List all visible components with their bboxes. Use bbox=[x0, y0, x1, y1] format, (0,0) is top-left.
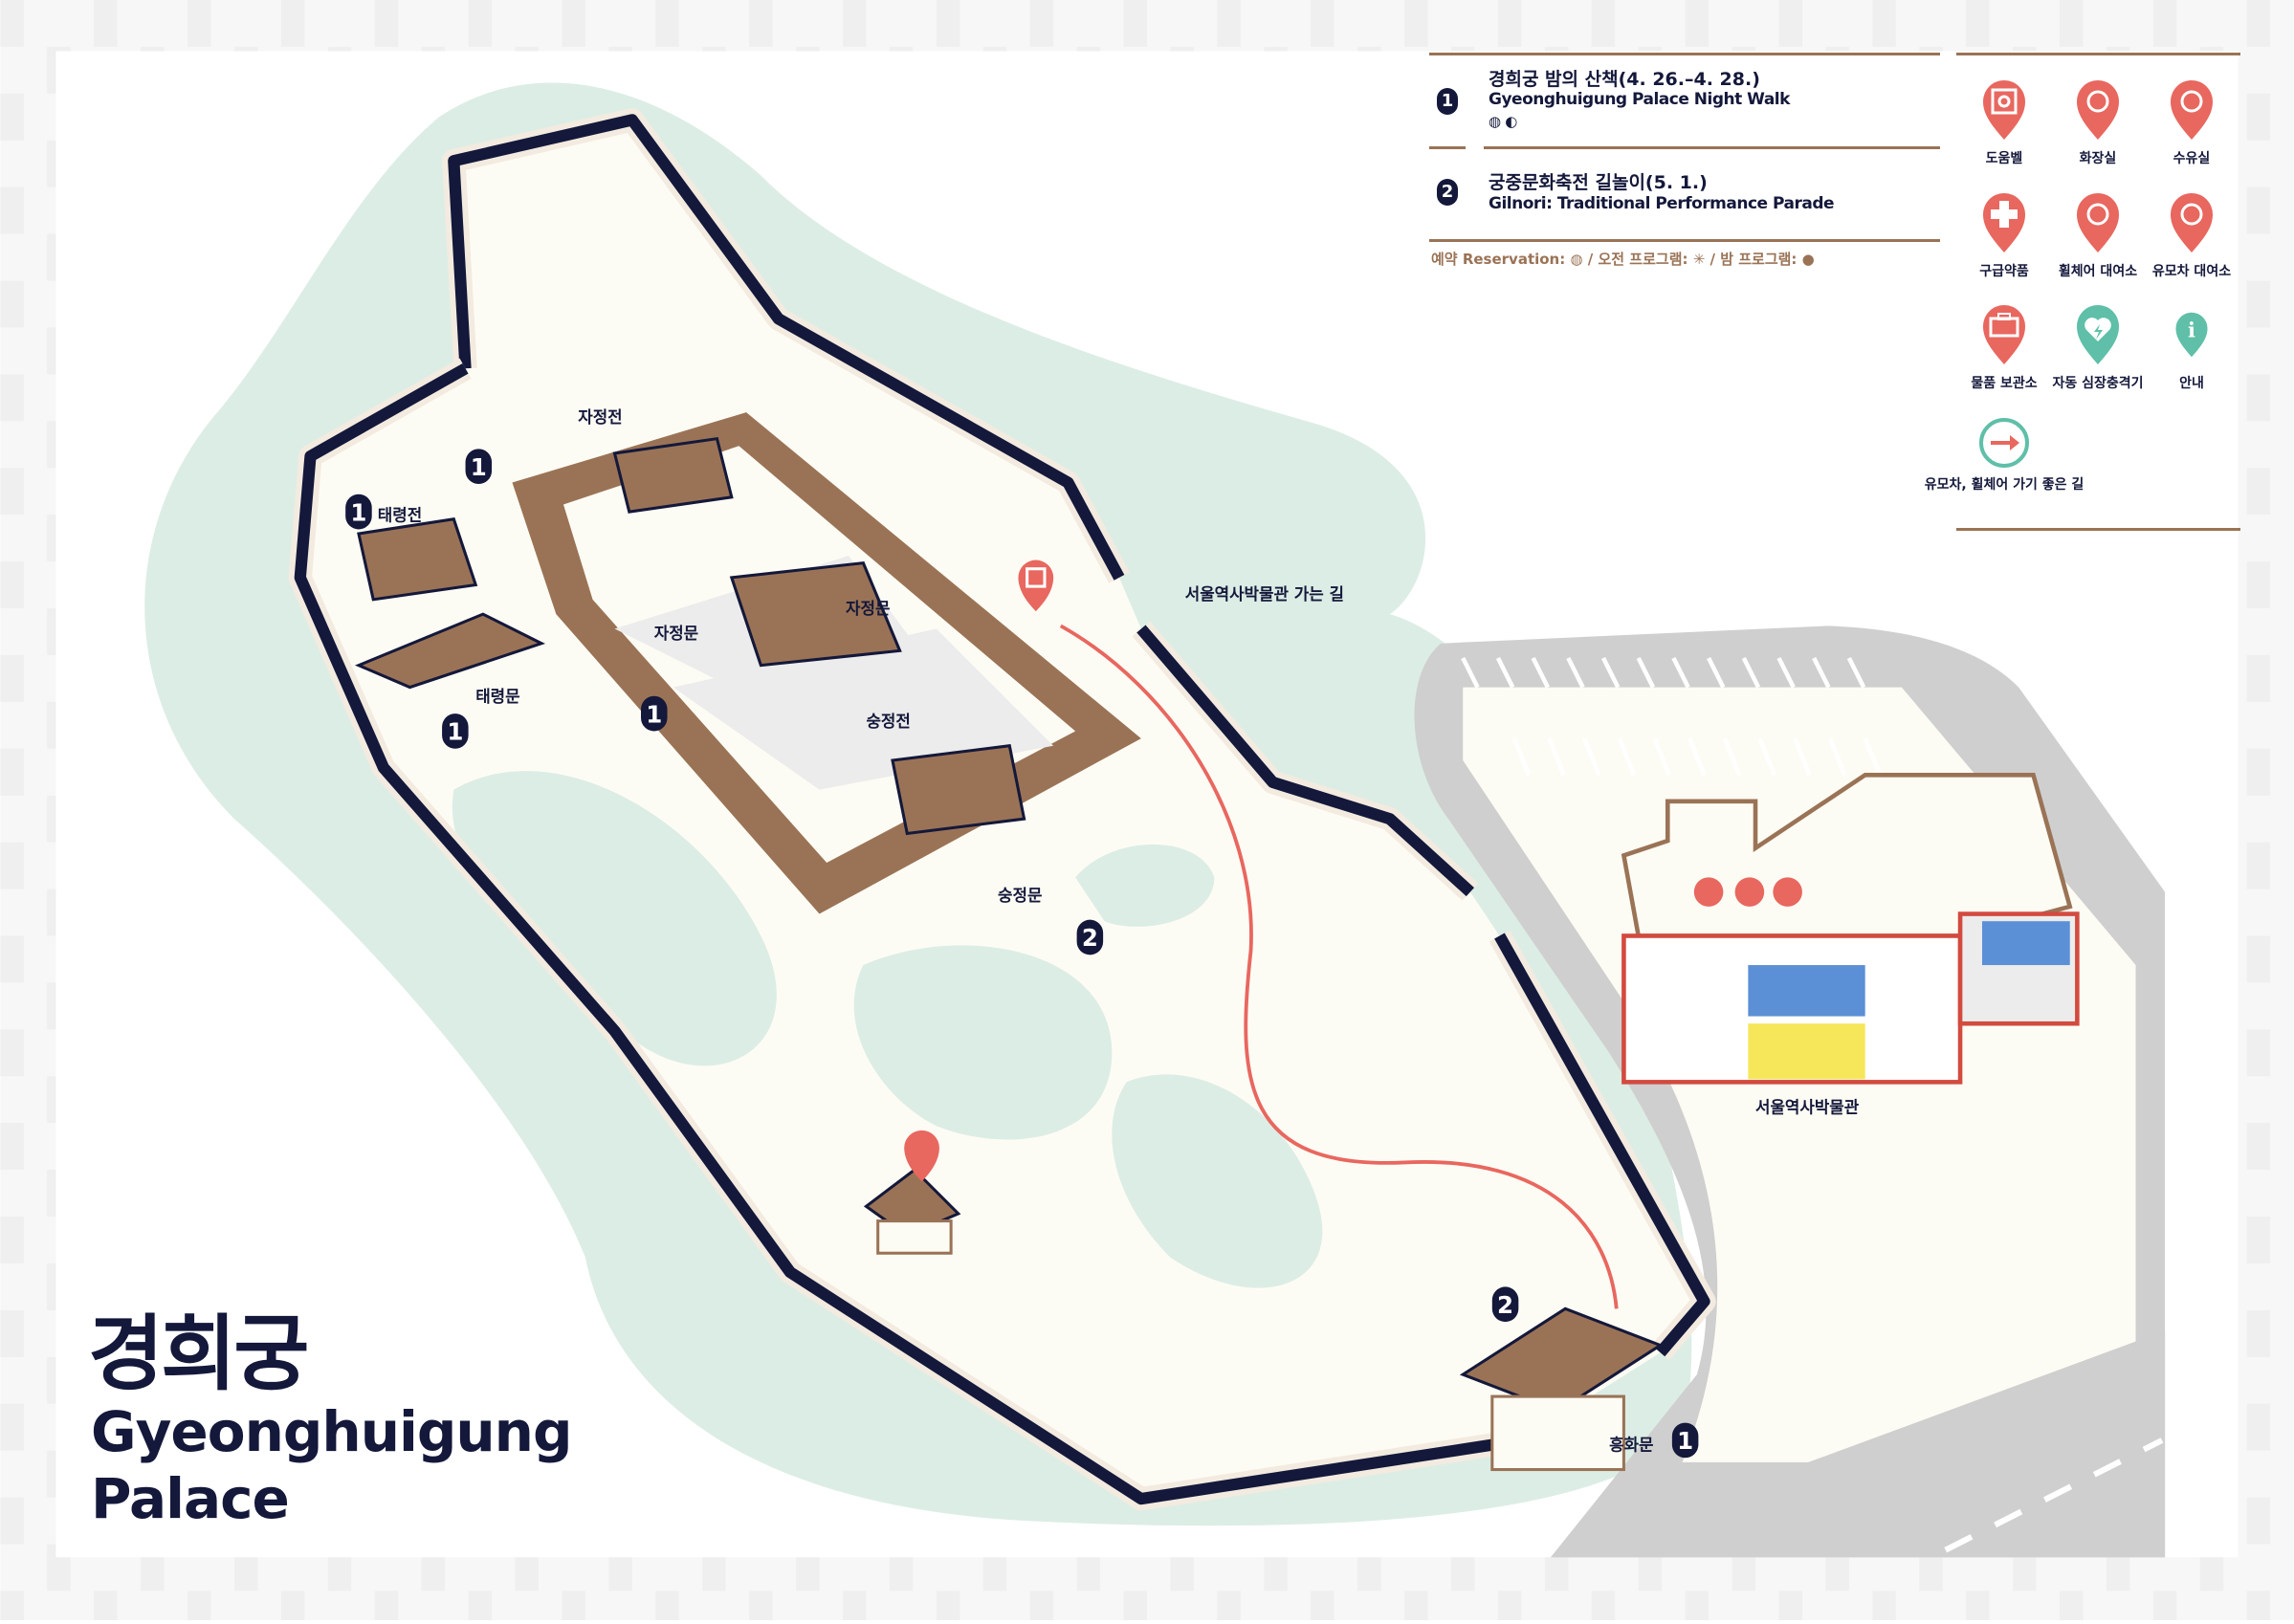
divider bbox=[1956, 528, 2240, 531]
locker-icon bbox=[1983, 305, 2025, 364]
nursing-room-icon bbox=[2171, 80, 2213, 140]
facility-label: 화장실 bbox=[2079, 151, 2117, 166]
facility-label: 도움벨 bbox=[1985, 151, 2023, 166]
facility-nursing-room: 수유실 bbox=[2139, 77, 2244, 167]
museum-building bbox=[1621, 773, 2080, 1085]
marker-number: 1 bbox=[646, 700, 662, 728]
restroom-pin[interactable] bbox=[904, 1130, 939, 1182]
facility-label: 휠체어 대여소 bbox=[2058, 264, 2138, 279]
label-heunghwamun: 흥화문 bbox=[1609, 1436, 1653, 1455]
event-markers: 1 1 1 1 1 2 2 bbox=[345, 449, 1699, 1459]
divider bbox=[1956, 53, 2240, 55]
event-title-korean: 궁중문화축전 길놀이(5. 1.) bbox=[1489, 172, 1708, 193]
marker-number: 1 bbox=[471, 453, 487, 481]
event-marker-2[interactable]: 2 bbox=[1491, 1286, 1519, 1323]
divider bbox=[1429, 146, 1466, 149]
label-jajeongjeon: 자정전 bbox=[578, 407, 622, 427]
event-2: 2 궁중문화축전 길놀이(5. 1.) Gilnori: Traditional… bbox=[1429, 153, 1940, 239]
facility-label: 구급약품 bbox=[1979, 264, 2029, 279]
marker-number: 2 bbox=[1082, 924, 1098, 952]
palace-walls bbox=[288, 108, 1716, 1511]
event-number-badge: 2 bbox=[1437, 179, 1458, 206]
event-symbols: ◍ ◐ bbox=[1489, 113, 1517, 130]
title-english-line1: Gyeonghuigung bbox=[91, 1399, 572, 1464]
palace-buildings bbox=[354, 412, 1665, 1472]
facility-aed: 자동 심장충격기 bbox=[2045, 301, 2151, 392]
facility-accessible-route: 유모차, 휠체어 가기 좋은 길 bbox=[1880, 416, 2129, 494]
restroom-icon bbox=[2077, 80, 2119, 140]
facility-label: 물품 보관소 bbox=[1971, 376, 2038, 391]
facility-label: 자동 심장충격기 bbox=[2052, 376, 2144, 391]
facility-label: 유모차, 휠체어 가기 좋은 길 bbox=[1924, 477, 2084, 493]
marker-number: 1 bbox=[1677, 1427, 1693, 1455]
title-english: Gyeonghuigung Palace bbox=[91, 1398, 572, 1532]
event-title-english: Gyeonghuigung Palace Night Walk bbox=[1489, 90, 1790, 109]
divider bbox=[1484, 146, 1940, 149]
facility-restroom: 화장실 bbox=[2045, 77, 2151, 167]
label-taeryeongmun: 태령문 bbox=[475, 687, 519, 706]
marker-number: 1 bbox=[350, 498, 366, 526]
lawns bbox=[452, 771, 1323, 1288]
accessible-route bbox=[1059, 624, 1619, 1309]
event-number-badge: 1 bbox=[1437, 88, 1458, 115]
facility-label: 안내 bbox=[2179, 376, 2204, 391]
divider bbox=[1429, 239, 1940, 242]
label-sungjeongjeon: 숭정전 bbox=[866, 712, 910, 731]
label-museum: 서울역사박물관 bbox=[1755, 1097, 1860, 1116]
event-marker-1[interactable]: 1 bbox=[641, 695, 668, 732]
stroller-icon bbox=[2171, 193, 2213, 252]
title-english-line2: Palace bbox=[91, 1466, 290, 1531]
help-bell-icon bbox=[1983, 80, 2025, 140]
event-marker-2[interactable]: 2 bbox=[1076, 919, 1104, 955]
facility-label: 유모차 대여소 bbox=[2151, 264, 2232, 279]
event-marker-1[interactable]: 1 bbox=[345, 494, 372, 530]
facility-first-aid: 구급약품 bbox=[1952, 189, 2057, 280]
label-sungjeongmun: 숭정문 bbox=[998, 886, 1042, 905]
museum-facility-pins[interactable] bbox=[1693, 877, 1802, 907]
info-icon: i bbox=[2175, 312, 2208, 358]
facility-stroller: 유모차 대여소 bbox=[2139, 189, 2244, 280]
facility-wheelchair: 휠체어 대여소 bbox=[2045, 189, 2151, 280]
event-marker-1[interactable]: 1 bbox=[442, 713, 469, 749]
event-1: 1 경희궁 밤의 산책(4. 26.–4. 28.) Gyeonghuigung… bbox=[1429, 57, 1940, 148]
event-marker-1[interactable]: 1 bbox=[465, 449, 493, 485]
event-title-english: Gilnori: Traditional Performance Parade bbox=[1489, 194, 1835, 213]
title-korean: 경희궁 bbox=[88, 1306, 309, 1402]
facility-locker: 물품 보관소 bbox=[1952, 301, 2057, 392]
taeryeongjeon-building bbox=[357, 517, 478, 602]
marker-number: 2 bbox=[1497, 1291, 1513, 1319]
help-bell-pin[interactable] bbox=[1018, 560, 1054, 612]
facility-help-bell: 도움벨 bbox=[1952, 77, 2057, 167]
accessible-route-icon bbox=[1979, 418, 2029, 468]
label-taeryeongjeon: 태령전 bbox=[378, 505, 422, 524]
facility-label: 수유실 bbox=[2173, 151, 2211, 166]
event-marker-1[interactable]: 1 bbox=[1671, 1422, 1699, 1459]
reservation-note: 예약 Reservation: ◍ / 오전 프로그램: ✳ / 밤 프로그램:… bbox=[1431, 251, 1815, 268]
divider bbox=[1429, 53, 1940, 55]
first-aid-icon bbox=[1983, 193, 2025, 252]
label-jajeongmun-east: 자정문 bbox=[846, 599, 890, 618]
label-jajeongmun: 자정문 bbox=[654, 624, 698, 643]
wheelchair-icon bbox=[2077, 193, 2119, 252]
aed-icon bbox=[2077, 305, 2119, 364]
marker-number: 1 bbox=[447, 718, 463, 746]
event-title-korean: 경희궁 밤의 산책(4. 26.–4. 28.) bbox=[1489, 69, 1760, 90]
svg-text:i: i bbox=[2188, 318, 2195, 341]
label-to-museum: 서울역사박물관 가는 길 bbox=[1185, 584, 1344, 604]
facility-info: i 안내 bbox=[2139, 301, 2244, 392]
